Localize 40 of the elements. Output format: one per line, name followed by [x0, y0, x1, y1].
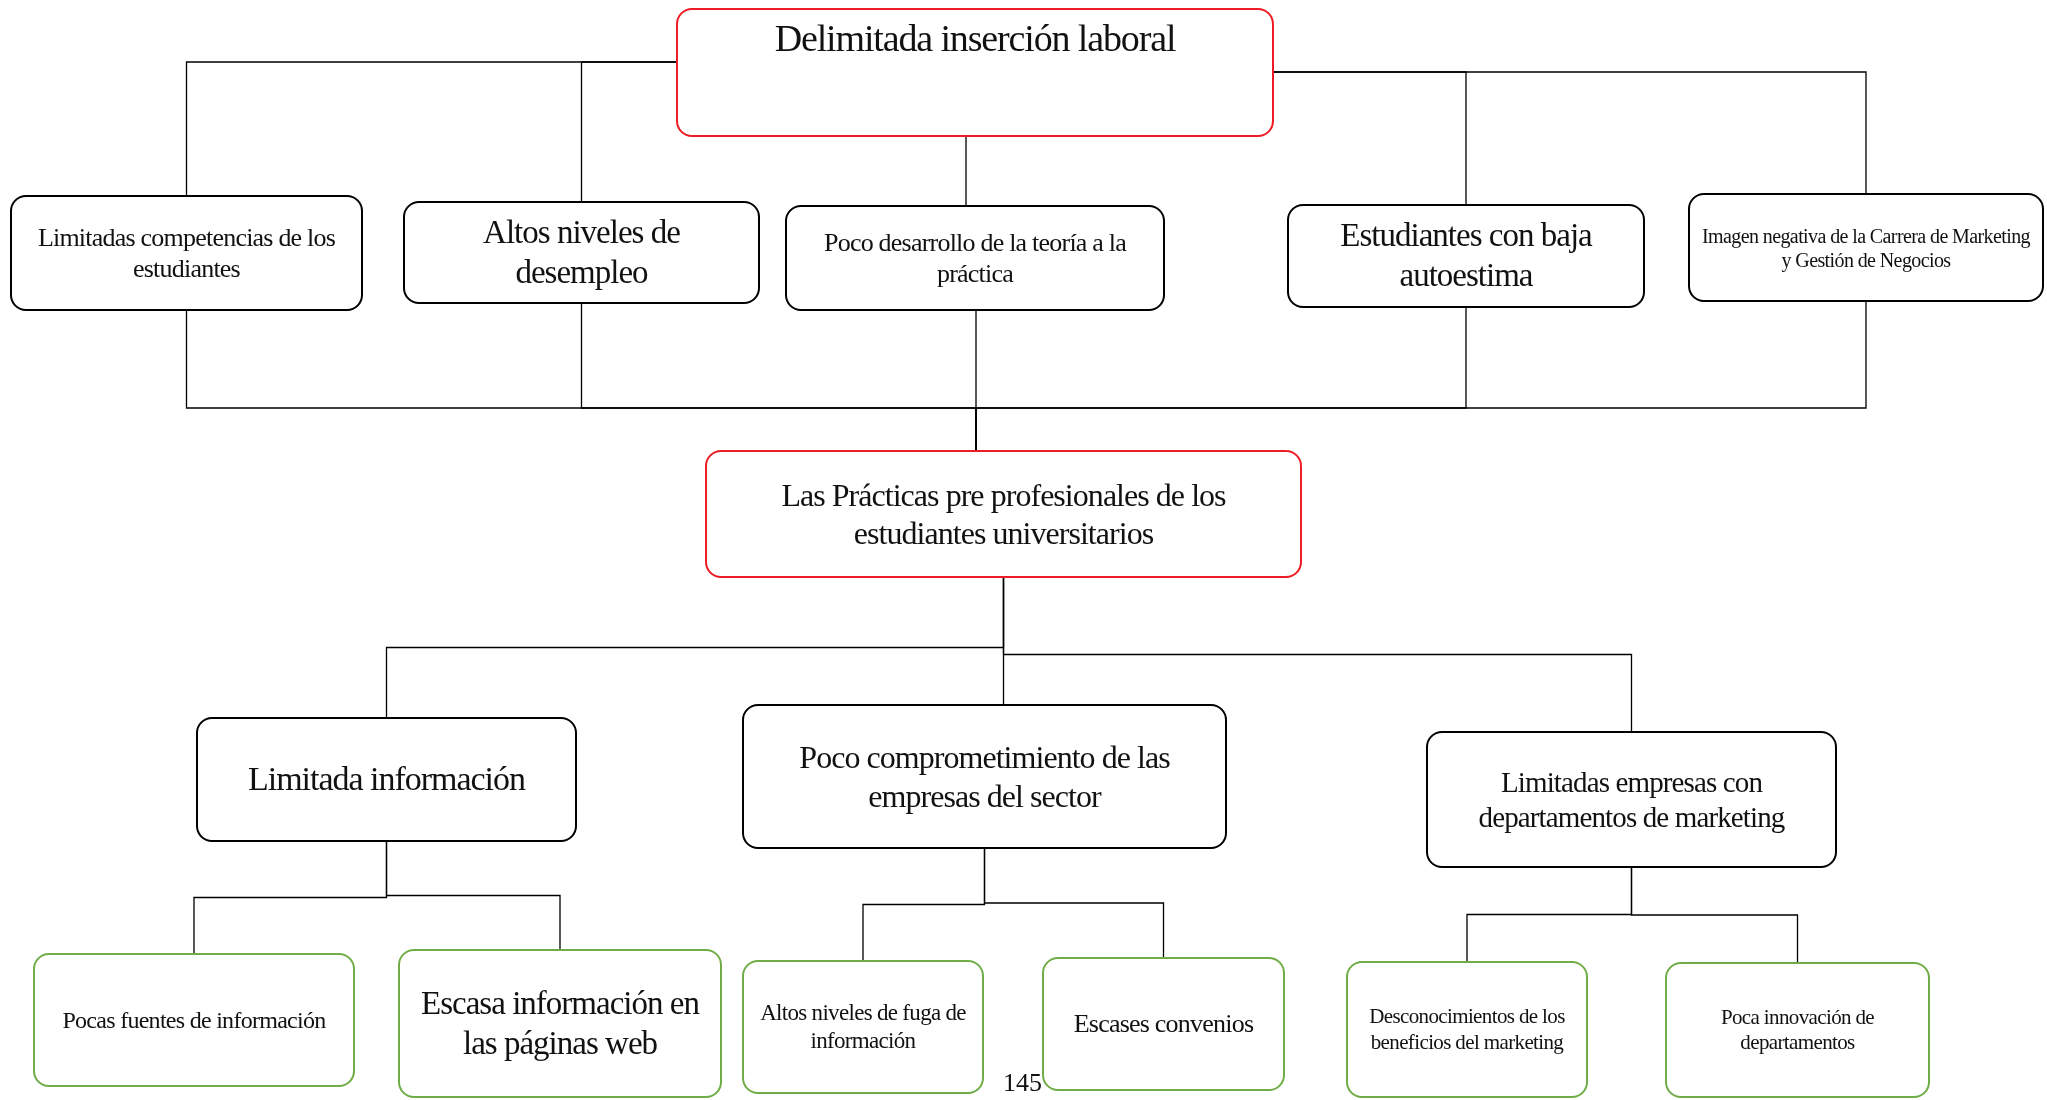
connector-line: [580, 61, 677, 202]
page-number: 145: [1003, 1068, 1042, 1098]
cause-box: [1426, 731, 1837, 868]
node-text: Limitadas competencias de los estudiantes: [36, 221, 337, 285]
connector-line: [1273, 71, 1867, 194]
node-text: Altos niveles de fuga de información: [759, 999, 967, 1055]
sub-cause-box: [1042, 957, 1285, 1091]
cause-box: [196, 717, 577, 842]
node-text: Delimitada inserción laboral: [774, 16, 1176, 61]
node-text: Escases convenios: [1073, 1008, 1254, 1040]
cause-box: [1287, 204, 1645, 308]
connector-line: [1630, 867, 1799, 963]
node-text: Estudiantes con baja autoestima: [1339, 216, 1594, 295]
node-text: Imagen negativa de la Carrera de Marketing y Gestión de Negocios: [1702, 223, 2030, 272]
sub-cause-box: [1665, 962, 1930, 1098]
node-text: Limitadas empresas con departamentos de marketing: [1477, 764, 1786, 835]
sub-cause-box: [33, 953, 355, 1087]
node-text: Desconocimientos de los beneficios del marketing: [1368, 1004, 1566, 1055]
node-text: Poco comprometimiento de las empresas del sector: [798, 738, 1171, 815]
connector-line: [965, 136, 967, 206]
connector-line: [385, 841, 561, 950]
cause-box: [403, 201, 760, 304]
node-text: Las Prácticas pre profesionales de los estudiantes universitarios: [780, 475, 1227, 553]
cause-box: [742, 704, 1227, 849]
connector-line: [983, 848, 1165, 958]
problem-box: [705, 450, 1302, 578]
node-text: Escasa información en las páginas web: [420, 983, 701, 1063]
node-text: Poca innovación de departamentos: [1719, 1004, 1876, 1056]
cause-box: [1688, 193, 2044, 302]
cause-box: [10, 195, 363, 311]
sub-cause-box: [1346, 961, 1588, 1098]
node-text: Altos niveles de desempleo: [482, 212, 681, 292]
sub-cause-box: [742, 960, 984, 1094]
connector-line: [1002, 577, 1633, 732]
cause-box: [785, 205, 1165, 311]
sub-cause-box: [398, 949, 722, 1098]
node-text: Poco desarrollo de la teoría a la práctica: [823, 226, 1128, 290]
node-text: Limitada información: [248, 759, 525, 800]
node-text: Pocas fuentes de información: [62, 1005, 326, 1035]
problem-box: [676, 8, 1274, 137]
